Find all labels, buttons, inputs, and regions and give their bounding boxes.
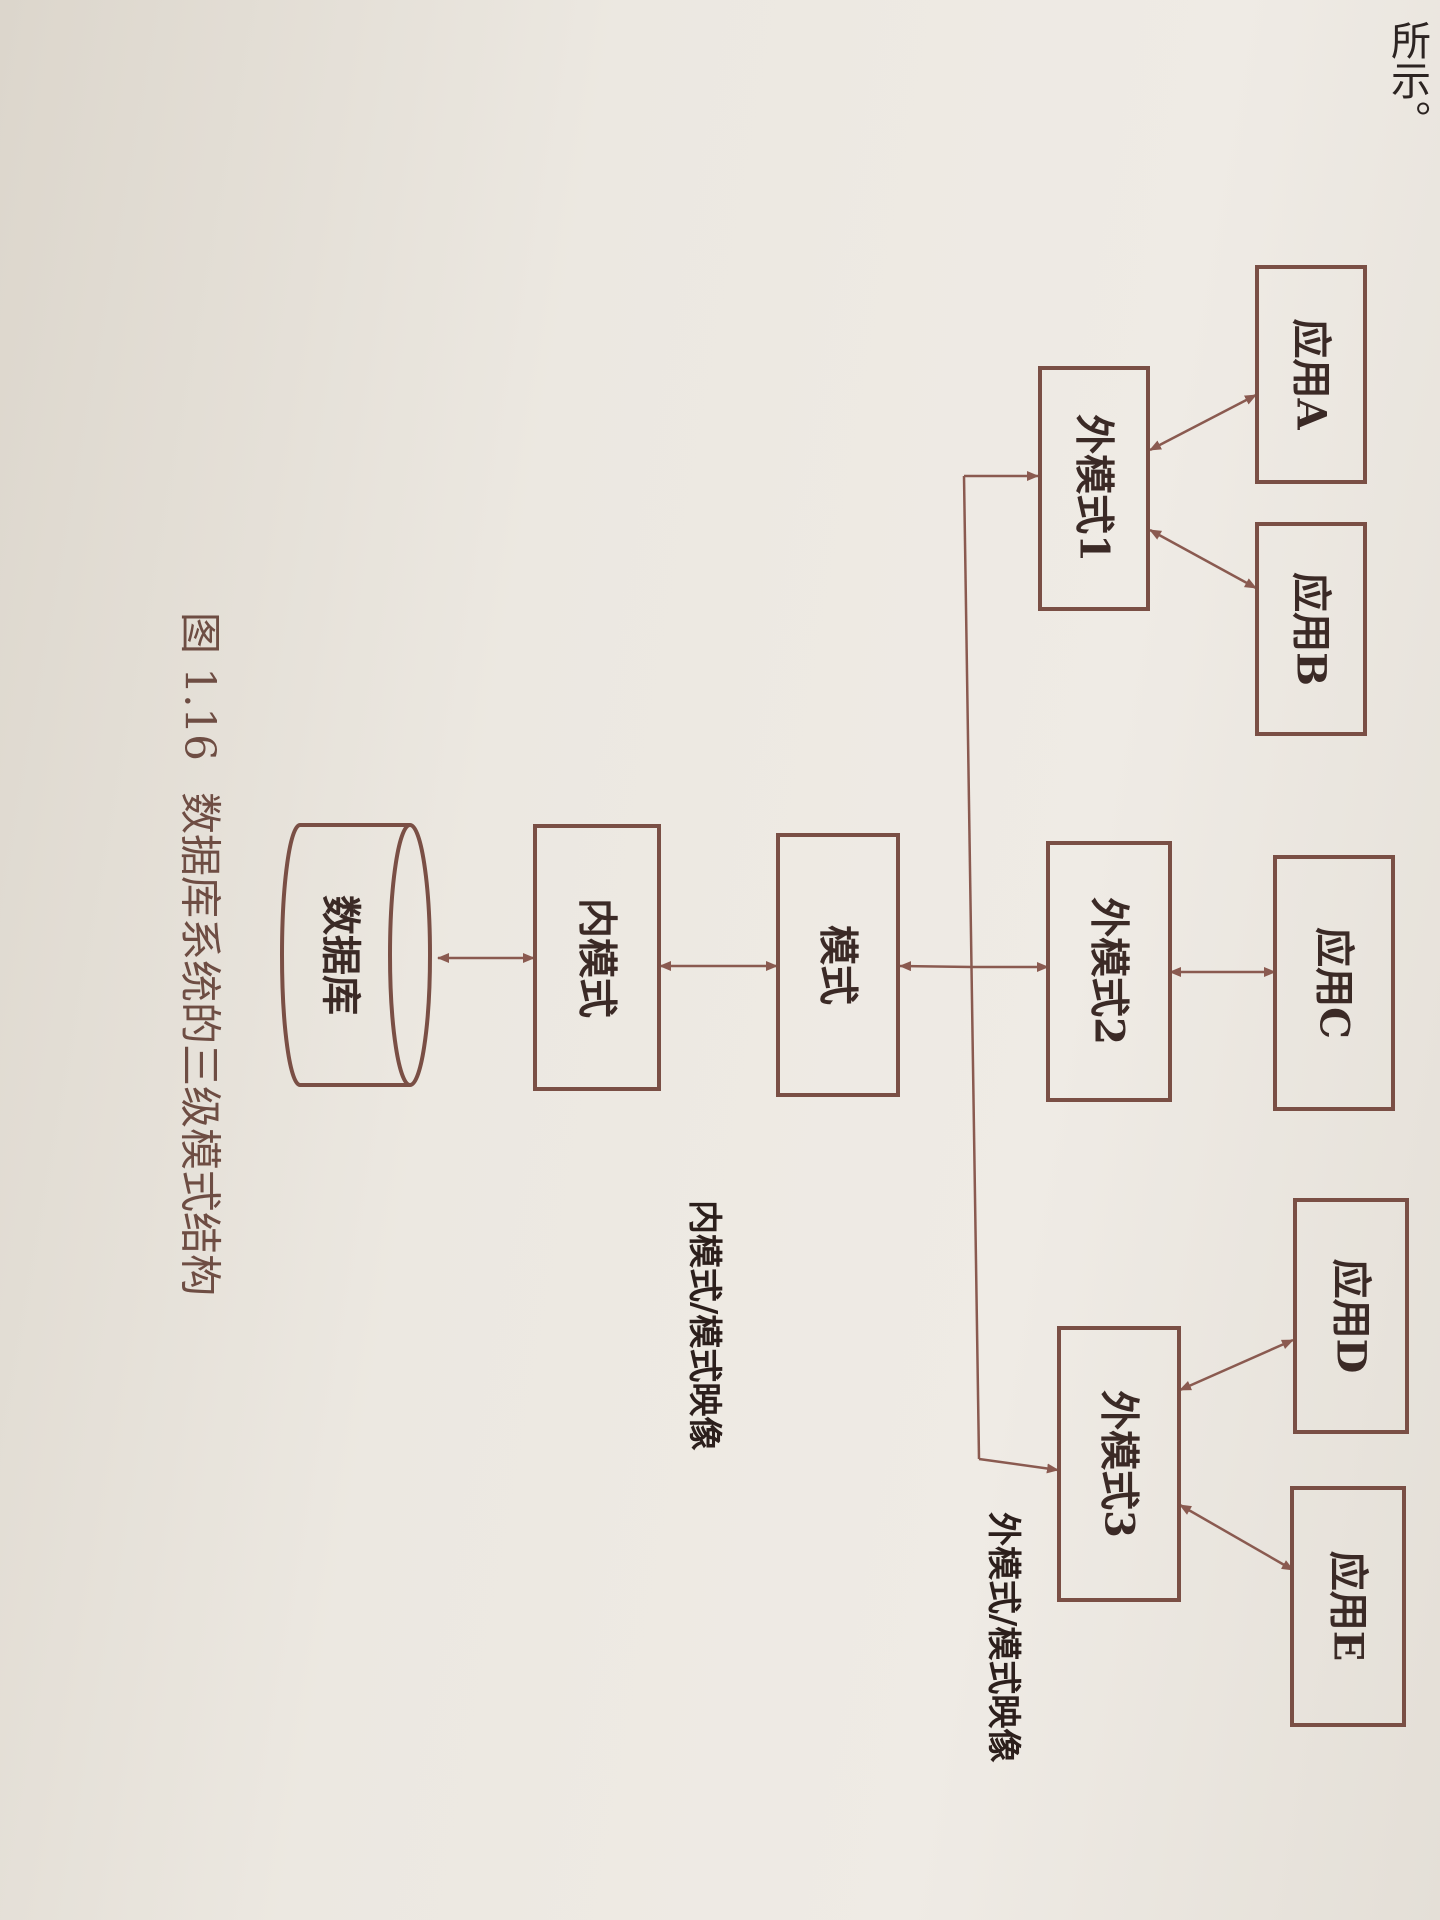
app-b-node: 应用B xyxy=(1255,522,1367,736)
external-schema-3-label: 外模式3 xyxy=(1096,1390,1143,1538)
app-b-box xyxy=(1255,522,1367,736)
external-schema-1-node: 外模式1 xyxy=(1038,366,1150,611)
app-d-box xyxy=(1293,1198,1409,1434)
app-a-box xyxy=(1255,265,1367,484)
external-schema-3-box xyxy=(1057,1326,1181,1602)
external-mapping-label: 外模式/模式映像 xyxy=(983,1512,1023,1762)
external-1-to-app-b-arrow xyxy=(1149,528,1257,590)
external-1-to-app-a-arrow xyxy=(1149,393,1257,452)
schema-node: 模式 xyxy=(776,833,900,1097)
app-d-node: 应用D xyxy=(1293,1198,1409,1434)
external-schema-1-box xyxy=(1038,366,1150,611)
app-d-label: 应用D xyxy=(1328,1259,1375,1374)
connectors xyxy=(437,393,1294,1572)
app-a-label: 应用A xyxy=(1288,318,1335,430)
app-e-box xyxy=(1290,1486,1406,1727)
external-schema-2-label: 外模式2 xyxy=(1086,897,1133,1045)
database-node: 数据库 xyxy=(280,823,432,1087)
figure-caption: 图 1.16 数据库系统的三级模式结构 xyxy=(176,612,225,1296)
schema-box xyxy=(776,833,900,1097)
app-e-label: 应用E xyxy=(1325,1551,1372,1662)
internal-schema-node: 内模式 xyxy=(533,824,661,1091)
external-schema-2-node: 外模式2 xyxy=(1046,841,1172,1102)
caption-number: 图 1.16 xyxy=(176,612,225,761)
external-schema-1-label: 外模式1 xyxy=(1071,414,1118,562)
database-label: 数据库 xyxy=(317,895,363,1015)
app-e-node: 应用E xyxy=(1290,1486,1406,1727)
schema-to-bus-arrow xyxy=(899,961,973,972)
app-c-box xyxy=(1273,855,1395,1111)
app-c-node: 应用C xyxy=(1273,855,1395,1111)
internal-mapping-label: 内模式/模式映像 xyxy=(684,1200,724,1450)
bus-to-external-3-arrow xyxy=(978,1457,1059,1474)
page-text-fragment: 所示。 xyxy=(1384,20,1430,140)
database-cylinder-body xyxy=(280,823,410,1087)
internal-schema-box xyxy=(533,824,661,1091)
external-3-to-app-e-arrow xyxy=(1179,1503,1294,1572)
database-cylinder-top xyxy=(388,823,432,1087)
schema-label: 模式 xyxy=(815,925,862,1005)
app-a-node: 应用A xyxy=(1255,265,1367,484)
external-3-to-app-d-arrow xyxy=(1179,1338,1294,1392)
app-b-label: 应用B xyxy=(1288,572,1335,686)
external-schema-3-node: 外模式3 xyxy=(1057,1326,1181,1602)
app-c-label: 应用C xyxy=(1311,927,1358,1039)
internal-schema-label: 内模式 xyxy=(574,898,621,1018)
external-schema-2-box xyxy=(1046,841,1172,1102)
caption-title: 数据库系统的三级模式结构 xyxy=(176,792,225,1296)
